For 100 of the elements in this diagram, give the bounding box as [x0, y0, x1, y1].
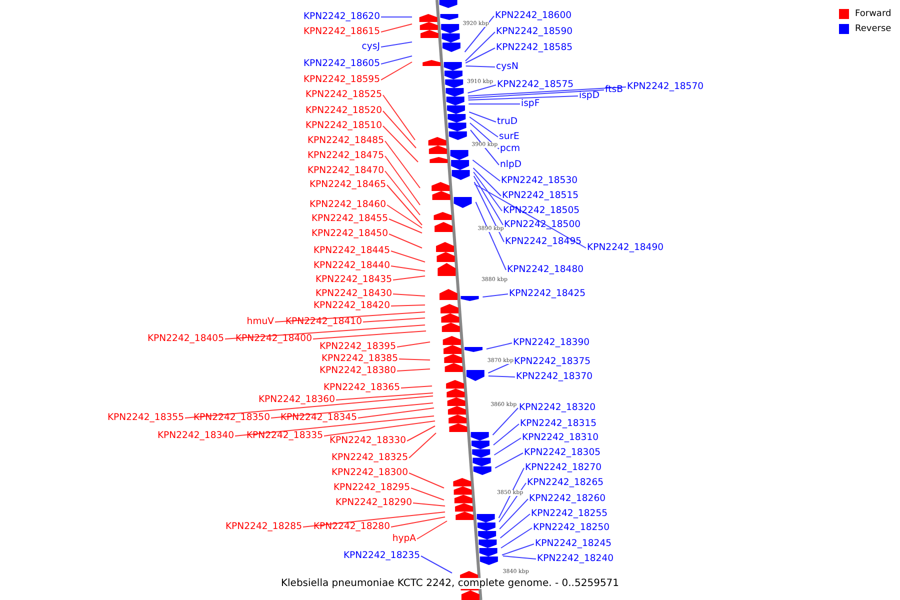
leader-line — [392, 294, 426, 296]
leader-line — [388, 218, 422, 234]
leader-line — [499, 498, 528, 530]
gene-label: KPN2242_18330 — [329, 435, 406, 447]
gene-label: KPN2242_18260 — [529, 493, 606, 505]
gene-label: KPN2242_18600 — [495, 10, 572, 22]
leader-line — [380, 16, 412, 18]
gene-label: KPN2242_18460 — [309, 199, 386, 211]
leader-line — [486, 342, 512, 350]
gene-label: KPN2242_18300 — [331, 467, 408, 479]
leader-line — [502, 556, 536, 560]
gene-label: nlpD — [500, 159, 522, 171]
leader-line — [472, 168, 502, 196]
leader-line — [473, 176, 504, 226]
leader-line — [408, 472, 444, 488]
gene-label: KPN2242_18465 — [309, 179, 386, 191]
leader-line — [312, 330, 426, 340]
gene-label: KPN2242_18365 — [323, 382, 400, 394]
leader-line — [386, 184, 422, 226]
gene-label: KPN2242_18420 — [313, 300, 390, 312]
leader-line — [382, 126, 418, 162]
gene-label: KPN2242_18455 — [311, 213, 388, 225]
gene-label: hmuV — [246, 316, 274, 328]
gene-label: KPN2242_18360 — [258, 394, 335, 406]
gene-label: KPN2242_18325 — [331, 452, 408, 464]
gene-label: KPN2242_18445 — [313, 245, 390, 257]
gene-label: KPN2242_18240 — [537, 553, 614, 565]
legend-label: Reverse — [855, 24, 892, 34]
gene-label: KPN2242_18340 — [157, 430, 234, 442]
gene-label: KPN2242_18430 — [315, 288, 392, 300]
leader-line — [382, 110, 416, 148]
leader-line — [384, 156, 420, 206]
gene-label: KPN2242_18235 — [343, 550, 420, 562]
gene-label: KPN2242_18345 — [280, 412, 357, 424]
gene-label: KPN2242_18570 — [627, 81, 704, 93]
gene-label: KPN2242_18315 — [520, 418, 597, 430]
gene-label: KPN2242_18615 — [303, 26, 380, 38]
gene-label: KPN2242_18305 — [524, 447, 601, 459]
gene-label: KPN2242_18355 — [107, 412, 184, 424]
leader-line — [468, 90, 604, 98]
leader-line — [362, 318, 426, 322]
gene-label: KPN2242_18530 — [501, 175, 578, 187]
gene-label: KPN2242_18380 — [319, 365, 396, 377]
leader-line — [390, 304, 426, 306]
leader-line — [468, 112, 496, 122]
leader-line — [324, 420, 436, 436]
gene-label: KPN2242_18405 — [147, 333, 224, 345]
caption: Klebsiella pneumoniae KCTC 2242, complete genome. - 0..5259571 — [280, 578, 620, 589]
leader-line — [384, 140, 420, 188]
leader-line — [464, 32, 496, 62]
gene-label: KPN2242_18520 — [305, 105, 382, 117]
gene-label: hypA — [392, 533, 416, 545]
leader-line — [464, 16, 494, 52]
gene-label: KPN2242_18575 — [497, 79, 574, 91]
leader-line — [498, 468, 524, 518]
leader-line — [398, 358, 430, 360]
leader-line — [469, 116, 498, 138]
leader-line — [408, 432, 436, 458]
leader-line — [384, 170, 420, 216]
leader-line — [474, 184, 586, 248]
leader-line — [380, 42, 412, 48]
gene-label: KPN2242_18490 — [587, 242, 664, 254]
gene-label: KPN2242_18510 — [305, 120, 382, 132]
gene-label: KPN2242_18605 — [303, 58, 380, 70]
leader-line — [406, 426, 436, 442]
leader-line — [400, 386, 432, 388]
gene-label: KPN2242_18310 — [522, 432, 599, 444]
gene-label: KPN2242_18475 — [307, 150, 384, 162]
gene-label: KPN2242_18335 — [246, 430, 323, 442]
gene-label: KPN2242_18370 — [516, 371, 593, 383]
leader-line — [494, 438, 522, 456]
leader-line — [494, 452, 524, 468]
leader-line — [420, 556, 452, 574]
leader-line — [468, 96, 578, 100]
leader-line — [396, 368, 430, 372]
gene-label: surE — [499, 131, 520, 143]
gene-label: KPN2242_18450 — [311, 228, 388, 240]
leader-line — [473, 172, 502, 212]
gene-label: KPN2242_18400 — [235, 333, 312, 345]
leader-line — [468, 86, 626, 96]
gene-label: KPN2242_18390 — [513, 337, 590, 349]
leader-line — [467, 84, 496, 94]
leader-line — [475, 202, 506, 270]
leader-line — [270, 402, 434, 418]
gene-label: KPN2242_18485 — [307, 135, 384, 147]
leader-line — [416, 520, 448, 540]
gene-label: pcm — [500, 143, 520, 155]
leader-line — [336, 392, 434, 400]
gene-label: KPN2242_18280 — [313, 521, 390, 533]
leader-line — [492, 408, 518, 436]
leader-line — [184, 396, 434, 418]
leader-line — [380, 62, 412, 80]
gene-label: KPN2242_18425 — [509, 288, 586, 300]
gene-label: KPN2242_18265 — [527, 477, 604, 489]
gene-label: KPN2242_18525 — [305, 89, 382, 101]
leader-line — [390, 266, 426, 272]
leader-line — [274, 312, 426, 322]
gene-label: KPN2242_18255 — [531, 508, 608, 520]
legend-label: Forward — [855, 9, 892, 19]
leader-line — [358, 408, 434, 418]
